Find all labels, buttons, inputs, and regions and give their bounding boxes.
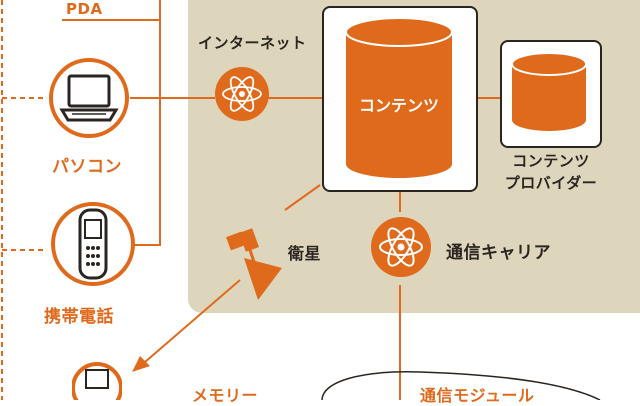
laptop-icon — [44, 58, 134, 146]
satellite-label: 衛星 — [288, 244, 322, 263]
pc-label: パソコン — [52, 157, 122, 177]
internet-atom-icon — [214, 66, 270, 126]
contents-satellite-link — [284, 184, 321, 211]
module-label: 通信モジュール — [420, 386, 535, 405]
satellite-device-link — [144, 279, 241, 363]
arrow-head — [132, 356, 150, 372]
mobile-phone-icon — [48, 196, 138, 300]
mobile-label: 携帯電話 — [44, 307, 114, 327]
carrier-atom-icon — [370, 216, 432, 282]
carrier-label: 通信キャリア — [446, 243, 551, 263]
provider-label-line1: コンテンツ — [512, 152, 590, 170]
car-device-icon — [71, 358, 123, 406]
mobile-route — [128, 20, 161, 246]
satellite-dish-icon — [224, 224, 288, 308]
contents-database-icon — [344, 16, 454, 184]
memory-label: メモリー — [192, 386, 259, 405]
memory-cloud — [321, 371, 601, 400]
provider-database-icon — [510, 52, 588, 138]
internet-label: インターネット — [198, 34, 307, 52]
provider-label-line2: プロバイダー — [504, 174, 598, 192]
contents-label: コンテンツ — [358, 96, 439, 115]
pda-label: PDA — [66, 0, 103, 18]
